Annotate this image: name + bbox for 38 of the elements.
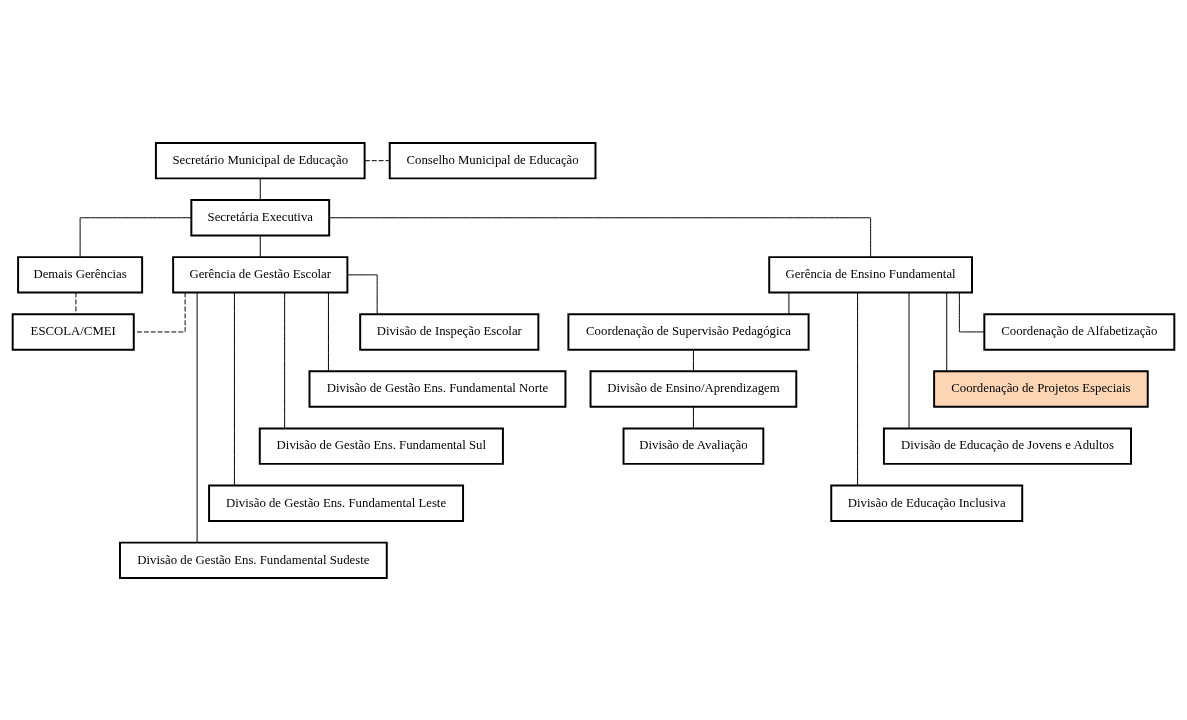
connector	[284, 291, 286, 429]
node-box: Coordenação de Alfabetização	[983, 312, 1176, 351]
connector	[75, 291, 77, 314]
node-box: ESCOLA/CMEI	[11, 312, 135, 351]
node-box: Conselho Municipal de Educação	[388, 141, 597, 179]
node-box: Coordenação de Projetos Especiais	[933, 369, 1149, 408]
node-box: Divisão de Gestão Ens. Fundamental Norte	[308, 369, 567, 408]
connector	[347, 273, 378, 315]
connector	[908, 291, 910, 429]
connector	[79, 216, 192, 258]
connector	[857, 291, 859, 486]
connector	[259, 234, 261, 257]
connector	[692, 405, 694, 429]
node-box: Gerência de Gestão Escolar	[172, 255, 349, 294]
node-box: Coordenação de Supervisão Pedagógica	[567, 312, 810, 351]
connector	[364, 159, 390, 161]
connector	[133, 291, 186, 332]
node-box: Divisão de Educação Inclusiva	[830, 484, 1024, 522]
node-box: Gerência de Ensino Fundamental	[768, 255, 973, 294]
node-box: Divisão de Educação de Jovens e Adultos	[882, 426, 1132, 465]
connector	[259, 177, 261, 200]
connector	[196, 291, 198, 543]
connector	[233, 291, 235, 486]
node-box: Demais Gerências	[17, 255, 144, 294]
node-box: Secretário Municipal de Educação	[154, 141, 366, 179]
connector	[327, 291, 329, 371]
connector	[958, 291, 985, 332]
node-box: Divisão de Inspeção Escolar	[359, 312, 540, 351]
node-box: Divisão de Gestão Ens. Fundamental Leste	[208, 484, 465, 522]
node-box: Divisão de Ensino/Aprendizagem	[589, 369, 798, 408]
connector	[692, 348, 694, 372]
node-box: Divisão de Gestão Ens. Fundamental Sudeste	[119, 541, 388, 579]
node-box: Secretária Executiva	[190, 198, 331, 236]
node-box: Divisão de Gestão Ens. Fundamental Sul	[258, 426, 504, 465]
connector	[328, 216, 872, 258]
connector	[788, 291, 790, 314]
node-box: Divisão de Avaliação	[622, 426, 765, 465]
connector	[946, 291, 948, 371]
